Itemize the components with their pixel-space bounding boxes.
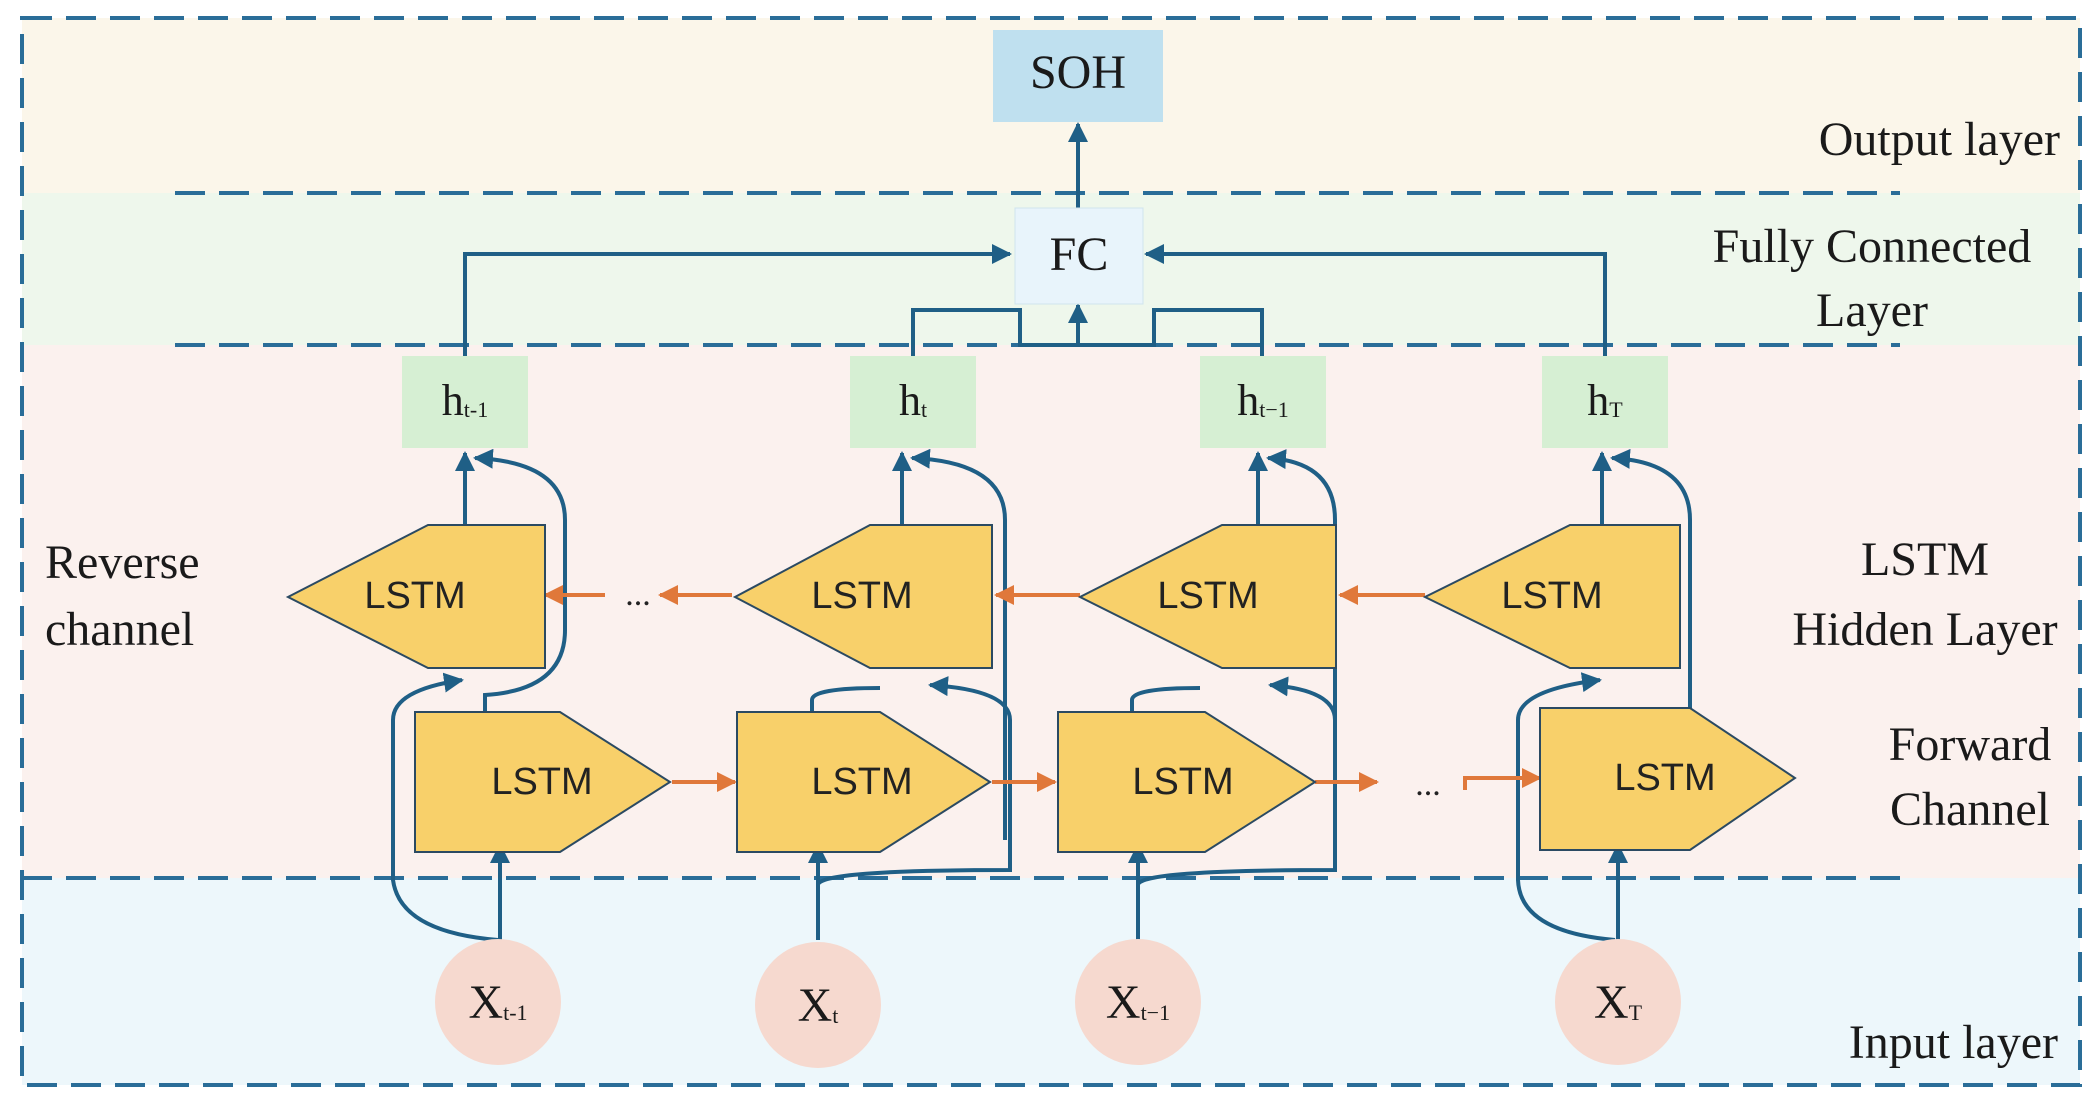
x-label-3: Xt−1 (1106, 976, 1170, 1029)
forward-lstm-1 (414, 711, 672, 853)
forward-channel-label-1: Forward (1889, 718, 2052, 771)
input-layer-label: Input layer (1849, 1016, 2058, 1069)
output-layer-label: Output layer (1819, 113, 2060, 166)
col2-fwd-top-link (810, 686, 881, 712)
reverse-lstm-label-1: LSTM (364, 575, 465, 617)
forward-lstm-blocks (414, 707, 1797, 853)
col2-fwd-to-h-arrow (910, 448, 1007, 840)
reverse-ellipsis: ... (625, 576, 651, 613)
reverse-lstm-blocks (285, 524, 1681, 669)
col3-fwd-to-h-arrow (1266, 449, 1337, 840)
fc-layer-label-1: Fully Connected (1713, 220, 2032, 273)
x-circle-2 (755, 942, 881, 1068)
input-band (22, 878, 2080, 1085)
layer-labels: Output layer Fully Connected Layer LSTM … (45, 113, 2060, 1069)
h-label-3: ht−1 (1237, 376, 1289, 425)
x-label-2: Xt (798, 979, 839, 1032)
hidden-layer-label-1: LSTM (1861, 533, 1989, 586)
reverse-lstm-4 (1422, 524, 1681, 669)
forward-channel-label-2: Channel (1890, 783, 2050, 836)
h-label-4: hT (1587, 376, 1623, 425)
x-circle-4 (1555, 939, 1681, 1065)
input-circles (435, 939, 1681, 1068)
connection-lines (463, 122, 1607, 356)
hidden-layer-label-2: Hidden Layer (1792, 603, 2057, 656)
forward-lstm-label-4: LSTM (1614, 757, 1715, 799)
fc-label: FC (1050, 228, 1109, 281)
fc-layer-label-2: Layer (1816, 284, 1928, 337)
lstm-labels: LSTM LSTM LSTM LSTM LSTM LSTM LSTM LSTM (364, 575, 1715, 803)
reverse-channel-label-1: Reverse (45, 536, 200, 589)
forward-ellipsis: ... (1415, 766, 1441, 803)
col2-x-to-rev-arrow (816, 676, 1012, 940)
soh-box (993, 30, 1163, 122)
col1-fwd-to-h-arrow (473, 448, 567, 712)
reverse-lstm-label-3: LSTM (1157, 575, 1258, 617)
column-connections (391, 448, 1692, 942)
forward-lstm-label-1: LSTM (491, 761, 592, 803)
h-box-2 (850, 356, 976, 448)
forward-lstm-2 (736, 711, 992, 853)
hidden-state-labels: ht-1 ht ht−1 hT (442, 376, 1624, 425)
reverse-lstm-1 (285, 524, 546, 669)
h-label-2: ht (899, 376, 927, 425)
h4-to-fc-line (1144, 244, 1607, 356)
h2-merge-line (911, 308, 1264, 356)
reverse-lstm-3 (1077, 524, 1337, 669)
reverse-lstm-label-4: LSTM (1501, 575, 1602, 617)
soh-label: SOH (1030, 46, 1126, 99)
input-labels: Xt-1 Xt Xt−1 XT (468, 976, 1642, 1032)
outer-dashed-border (20, 16, 2082, 1087)
h-label-1: ht-1 (442, 376, 488, 425)
recurrent-arrows (543, 585, 1542, 792)
forward-lstm-label-3: LSTM (1132, 761, 1233, 803)
col3-fwd-top-link (1130, 686, 1201, 712)
x-circle-3 (1075, 939, 1201, 1065)
x-circle-1 (435, 939, 561, 1065)
h-box-3 (1200, 356, 1326, 448)
hidden-state-boxes (402, 356, 1668, 448)
forward-lstm-label-2: LSTM (811, 761, 912, 803)
reverse-channel-label-2: channel (45, 603, 194, 656)
col4-fwd-to-h-arrow (1610, 448, 1692, 840)
h-box-1 (402, 356, 528, 448)
col1-x-to-rev-arrow (391, 672, 499, 942)
h1-to-fc-line (463, 244, 1012, 356)
reverse-lstm-2 (732, 524, 993, 669)
fc-box (1014, 207, 1144, 305)
reverse-lstm-label-2: LSTM (811, 575, 912, 617)
fwd-arrow-4 (1463, 768, 1542, 790)
col3-x-to-rev-arrow (1136, 676, 1337, 940)
col4-x-to-rev-arrow (1516, 672, 1616, 942)
forward-lstm-3 (1057, 711, 1317, 853)
x-label-1: Xt-1 (468, 976, 527, 1029)
forward-lstm-4 (1539, 707, 1797, 851)
x-label-4: XT (1594, 976, 1643, 1029)
h-box-4 (1542, 356, 1668, 448)
